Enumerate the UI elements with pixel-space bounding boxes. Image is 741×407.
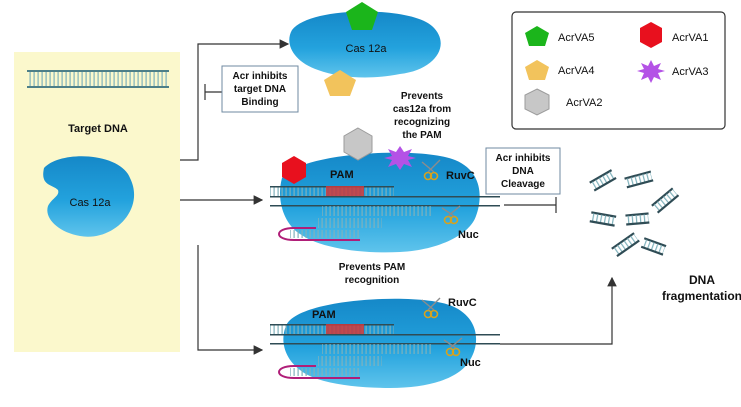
inhibit-top-line3: Binding (241, 97, 278, 108)
nuc-label-middle: Nuc (458, 229, 479, 241)
target-dna-icon (27, 70, 169, 88)
legend-acrva2-icon (524, 88, 550, 116)
legend-acrva3-label: AcrVA3 (672, 66, 708, 78)
legend-acrva3-icon (637, 60, 665, 83)
inhibit-top-line2: target DNA (234, 84, 286, 95)
prevents-top-line3: recognizing (394, 117, 450, 128)
prevents-top-line1: Prevents (401, 91, 444, 102)
ruvc-label-middle: RuvC (446, 170, 475, 182)
inhibit-box-top (221, 65, 299, 113)
legend: AcrVA5 AcrVA1 AcrVA4 AcrVA3 AcrVA2 (511, 11, 726, 130)
inhibit-top-line1: Acr inhibits (232, 71, 287, 82)
scissors-icon-ruvc-bottom (421, 297, 441, 319)
scissors-icon-nuc-bottom (443, 337, 463, 357)
prevents-middle-line2: recognition (345, 275, 399, 286)
inhibit-middle-line1: Acr inhibits (495, 153, 550, 164)
acrva3-starburst-icon (384, 146, 416, 170)
cas12a-label-top: Cas 12a (346, 43, 388, 55)
middle-dna-icon (270, 186, 500, 216)
acrva2-hexagon-icon (343, 127, 373, 161)
connector-bottom (197, 245, 264, 355)
target-dna-label: Target DNA (68, 123, 128, 135)
ruvc-label-bottom: RuvC (448, 297, 477, 309)
inhibit-middle-line2: DNA (512, 166, 534, 177)
dna-fragments-icon (589, 169, 680, 258)
middle-crrna-icon (278, 218, 382, 241)
inhibit-bar-top (204, 84, 222, 100)
fragmentation-line1: DNA (689, 273, 715, 287)
connector-top (180, 39, 290, 161)
nuc-label-bottom: Nuc (460, 357, 481, 369)
acrva1-hexagon-icon (282, 156, 306, 184)
legend-acrva5-icon (525, 26, 549, 46)
pam-label-middle: PAM (330, 169, 354, 181)
cas12a-shape-top (289, 11, 441, 78)
inhibit-box-middle (485, 147, 561, 195)
prevents-middle-line1: Prevents PAM (339, 262, 406, 273)
prevents-top-line4: the PAM (402, 130, 441, 141)
bottom-dna-icon (270, 324, 500, 354)
cas12a-label-left: Cas 12a (70, 197, 112, 209)
legend-acrva4-label: AcrVA4 (558, 65, 594, 77)
legend-acrva2-label: AcrVA2 (566, 97, 602, 109)
legend-acrva1-icon (640, 22, 662, 48)
bottom-crrna-icon (278, 356, 382, 379)
cas12a-shape-left (43, 156, 135, 237)
legend-acrva4-icon (525, 60, 549, 80)
legend-acrva5-label: AcrVA5 (558, 32, 594, 44)
legend-frame (511, 11, 726, 130)
inhibit-bar-middle (504, 197, 557, 213)
prevents-top-line2: cas12a from (393, 104, 451, 115)
scissors-icon-nuc-middle (441, 205, 461, 225)
acrva5-pentagon-icon (346, 2, 378, 30)
legend-acrva1-label: AcrVA1 (672, 32, 708, 44)
pam-label-bottom: PAM (312, 309, 336, 321)
acrva4-pentagon-icon (324, 70, 356, 96)
arrow-to-fragmentation (500, 276, 617, 345)
scissors-icon-ruvc-middle (421, 159, 441, 181)
fragmentation-line2: fragmentation (662, 289, 741, 303)
inhibit-middle-line3: Cleavage (501, 179, 545, 190)
